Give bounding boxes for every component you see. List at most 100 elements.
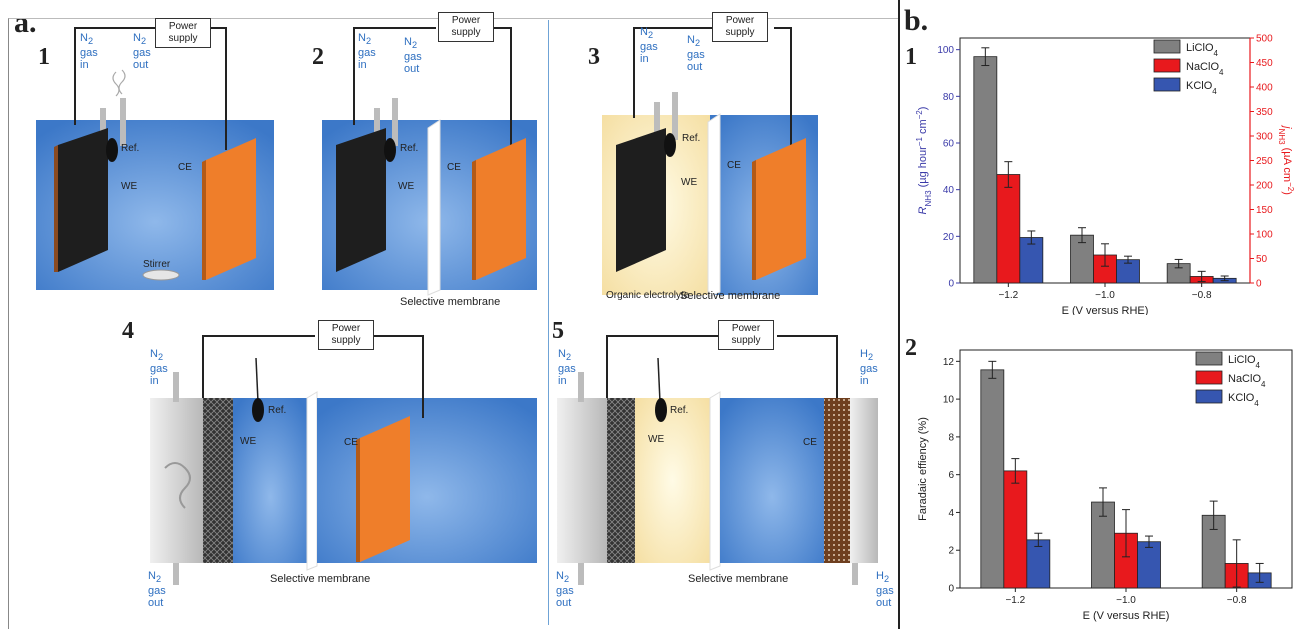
y-tick-label: 80 xyxy=(943,92,955,103)
cell-5-number: 5 xyxy=(552,318,564,344)
cell-4-ref-label: Ref. xyxy=(268,405,287,416)
y-axis-label: RNH3 (µg hour−1 cm−2) xyxy=(915,107,933,215)
x-axis-label: E (V versus RHE) xyxy=(1062,305,1149,315)
cell-4-diagram xyxy=(150,335,537,585)
bar-LiClO4 xyxy=(973,56,998,284)
legend-label-LiClO4: LiClO4 xyxy=(1228,354,1261,370)
y2-axis-label: jNH3 (µA cm−2) xyxy=(1278,124,1296,195)
y2-tick-label: 450 xyxy=(1256,58,1273,69)
legend-swatch-NaClO4 xyxy=(1195,370,1223,385)
cell-1-diagram xyxy=(36,27,274,290)
legend-label-LiClO4: LiClO4 xyxy=(1186,42,1219,58)
cell-4-number: 4 xyxy=(122,318,134,344)
bar-KClO4 xyxy=(1026,539,1051,589)
bar-LiClO4 xyxy=(980,369,1005,589)
y2-tick-label: 400 xyxy=(1256,83,1273,94)
cell-3-caption: Selective membrane xyxy=(680,290,781,302)
legend-swatch-LiClO4 xyxy=(1153,39,1181,54)
y-tick-label: 20 xyxy=(943,232,955,243)
x-tick-label: −0.8 xyxy=(1192,290,1212,301)
legend-label-NaClO4: NaClO4 xyxy=(1228,373,1266,389)
cell-4-we-label: WE xyxy=(240,436,257,447)
panel-a-letter: a. xyxy=(14,6,37,39)
cell-5-we-label: WE xyxy=(648,434,665,445)
cell-2-we-label: WE xyxy=(398,181,415,192)
panel-b-sub2: 2 xyxy=(905,335,917,361)
cell-3-we-label: WE xyxy=(681,177,698,188)
bar-NaClO4 xyxy=(996,174,1021,284)
x-tick-label: −1.0 xyxy=(1116,595,1136,606)
y-axis-label: Faradaic effiency (%) xyxy=(917,417,929,521)
legend-swatch-LiClO4 xyxy=(1195,351,1223,366)
cell-1-ce-label: CE xyxy=(178,162,192,173)
y2-tick-label: 100 xyxy=(1256,230,1273,241)
cell-3-ce-label: CE xyxy=(727,160,741,171)
x-tick-label: −0.8 xyxy=(1227,595,1247,606)
cell-divider xyxy=(548,20,549,625)
cell-1-stirrer-label: Stirrer xyxy=(143,259,171,270)
y2-tick-label: 0 xyxy=(1256,279,1262,290)
cell-1-number: 1 xyxy=(38,44,50,70)
cell-3-ref-label: Ref. xyxy=(682,133,701,144)
y-tick-label: 2 xyxy=(948,546,954,557)
y2-tick-label: 250 xyxy=(1256,156,1273,167)
cell-4-ce-label: CE xyxy=(344,437,358,448)
bar-KClO4 xyxy=(1137,541,1161,589)
cell-4-caption: Selective membrane xyxy=(270,573,371,585)
legend-swatch-KClO4 xyxy=(1153,77,1181,92)
y-tick-label: 12 xyxy=(943,357,955,368)
cell-5-ce-label: CE xyxy=(803,437,817,448)
x-axis-label: E (V versus RHE) xyxy=(1083,610,1170,622)
cell-2-number: 2 xyxy=(312,44,324,70)
cell-3-diagram xyxy=(602,27,818,298)
y2-tick-label: 500 xyxy=(1256,34,1273,45)
y-tick-label: 4 xyxy=(948,508,954,519)
cell-5-caption: Selective membrane xyxy=(688,573,789,585)
y-tick-label: 40 xyxy=(943,185,955,196)
y2-tick-label: 200 xyxy=(1256,181,1273,192)
y2-tick-label: 150 xyxy=(1256,205,1273,216)
legend-label-NaClO4: NaClO4 xyxy=(1186,61,1224,77)
panel-b-letter: b. xyxy=(904,4,929,37)
cell-1-ref-label: Ref. xyxy=(121,143,140,154)
bar-NaClO4 xyxy=(1003,470,1028,589)
y2-tick-label: 350 xyxy=(1256,107,1273,118)
cell-2-caption: Selective membrane xyxy=(400,296,501,308)
y-tick-label: 8 xyxy=(948,432,954,443)
cell-2-diagram xyxy=(322,27,537,296)
y-tick-label: 6 xyxy=(948,470,954,481)
y-tick-label: 0 xyxy=(948,584,954,595)
legend-swatch-NaClO4 xyxy=(1153,58,1181,73)
y2-tick-label: 50 xyxy=(1256,254,1268,265)
x-tick-label: −1.0 xyxy=(1095,290,1115,301)
cell-1-we-label: WE xyxy=(121,181,138,192)
panel-divider xyxy=(898,0,900,629)
legend-label-KClO4: KClO4 xyxy=(1228,392,1259,408)
y-tick-label: 10 xyxy=(943,395,955,406)
cell-5-diagram xyxy=(557,335,878,585)
cell-2-ref-label: Ref. xyxy=(400,143,419,154)
cell-3-number: 3 xyxy=(588,44,600,70)
x-tick-label: −1.2 xyxy=(998,290,1018,301)
y-tick-label: 100 xyxy=(937,45,954,56)
y-tick-label: 60 xyxy=(943,139,955,150)
cell-5-ref-label: Ref. xyxy=(670,405,689,416)
